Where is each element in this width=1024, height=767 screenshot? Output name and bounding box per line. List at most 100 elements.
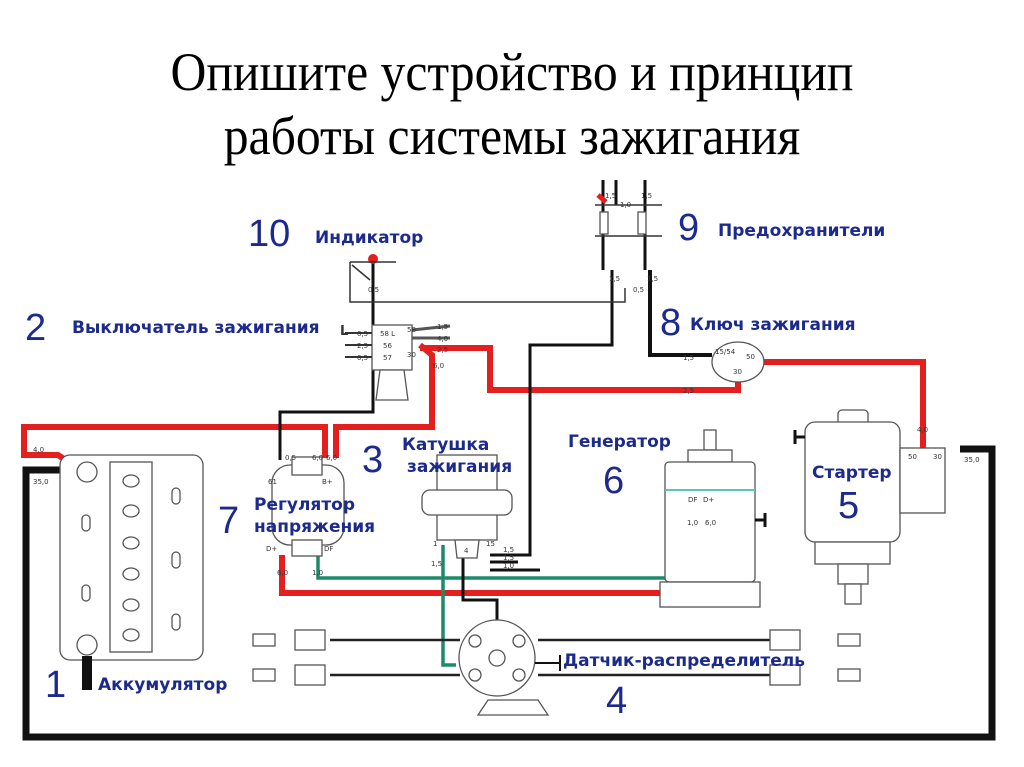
wire-label: 6,0 [326, 454, 337, 462]
label-ignition-switch: Выключатель зажигания [72, 318, 320, 338]
wire-label: 2,5 [683, 387, 694, 395]
generator-pulley [659, 581, 761, 608]
wire-label: 1,5 [437, 323, 448, 331]
wire-label: 1,0 [620, 201, 631, 209]
wire-label: 6,0 [312, 454, 323, 462]
coil-to-distributor-signal-wire [441, 545, 456, 667]
wire-label: 1,5 [431, 560, 442, 568]
starter-solenoid [899, 447, 946, 514]
terminal-label: 1 [433, 540, 437, 548]
label-number-4: 4 [606, 680, 627, 722]
terminal-label: 50 [908, 453, 917, 461]
terminal-label: 30 [733, 368, 742, 376]
wire-label: 0,5 [285, 454, 296, 462]
wire-label: 1,5 [605, 192, 616, 200]
fuse-2 [637, 211, 647, 235]
spark-plug-left-bottom [252, 664, 326, 686]
wire-label: 6,0 [433, 362, 444, 370]
terminal-label: 4 [464, 547, 469, 555]
battery-ground-strap [82, 656, 92, 690]
terminal-label: D+ [703, 496, 714, 504]
terminal-label: 30 [933, 453, 942, 461]
wire-label: 2,5 [357, 342, 368, 350]
label-number-3: 3 [362, 439, 383, 481]
battery[interactable] [59, 454, 204, 690]
terminal-label: 56 [383, 342, 392, 350]
label-coil-line1: Катушка [402, 435, 489, 455]
label-starter: Стартер [812, 463, 892, 483]
wire-gauge-labels: 4,0 35,0 0,5 L 0,5 2,5 0,5 58 L 56 57 58… [33, 192, 980, 577]
label-indicator: Индикатор [315, 228, 423, 248]
wire-label: 1,5 [683, 354, 694, 362]
voltage-regulator[interactable] [271, 456, 345, 557]
battery-cell-strip [109, 461, 153, 653]
terminal-label: 15 [486, 540, 495, 548]
wire-label: 6,0 [277, 569, 288, 577]
wire-label: 0,5 [357, 354, 368, 362]
label-number-5: 5 [838, 485, 859, 527]
wire-label: 1,5 [647, 275, 658, 283]
wire-label: 1,5 [503, 546, 514, 554]
spark-plugs [252, 629, 861, 686]
generator-top-cap [687, 449, 733, 463]
wire-label: 1,0 [687, 519, 698, 527]
wire-label: 0,5 [633, 286, 644, 294]
label-number-1: 1 [45, 664, 66, 706]
switch-knob [375, 369, 409, 401]
spark-plug-right-bottom [769, 664, 861, 686]
ignition-coil[interactable] [421, 454, 513, 559]
coil-bracket [421, 489, 513, 516]
switch-body [371, 324, 413, 371]
fuse-1 [599, 211, 609, 235]
starter-drive-housing [814, 541, 891, 565]
terminal-label: DF [688, 496, 697, 504]
label-coil-line2: зажигания [407, 457, 512, 477]
switch-left-terminals [345, 332, 372, 358]
spark-plug-leads [330, 638, 770, 677]
terminal-label: 61 [268, 478, 277, 486]
terminal-label: 58 L [380, 330, 395, 338]
wire-label: 35,0 [964, 456, 980, 464]
generator[interactable] [659, 429, 767, 608]
battery-negative-terminal[interactable] [76, 634, 98, 656]
label-fuses: Предохранители [718, 221, 885, 241]
wire-label: 4,0 [437, 335, 448, 343]
ignition-key[interactable] [711, 341, 765, 383]
ignition-switch[interactable] [345, 324, 451, 401]
starter[interactable] [793, 409, 946, 605]
label-regulator-line1: Регулятор [254, 495, 355, 515]
distributor-center-terminal [488, 649, 506, 667]
label-distributor: Датчик-распределитель [563, 651, 805, 671]
wire-label: 2,5 [437, 346, 448, 354]
wire-label: 1,5 [503, 554, 514, 562]
wire-label: 4,0 [33, 446, 44, 454]
label-number-8: 8 [660, 302, 681, 344]
starter-pinion [844, 583, 862, 605]
component-labels: 10 Индикатор 9 Предохранители 2 Выключат… [25, 207, 892, 722]
label-battery: Аккумулятор [98, 675, 227, 695]
fuse-to-key-wire [648, 270, 712, 357]
terminal-label: 57 [383, 354, 392, 362]
label-generator: Генератор [568, 432, 671, 452]
regulator-bottom-mount [291, 539, 323, 557]
coil-to-fuse-wire [490, 270, 614, 557]
switch-to-key-wire [420, 345, 741, 393]
wire-label: L [340, 324, 348, 339]
generator-shaft [703, 429, 717, 451]
label-number-9: 9 [678, 207, 699, 249]
terminal-label: 15/54 [715, 348, 736, 356]
title-line-2: работы системы зажигания [223, 106, 801, 166]
label-number-7: 7 [218, 500, 239, 542]
spark-plug-left-top [252, 629, 326, 651]
battery-positive-wire [21, 424, 328, 466]
indicator [350, 254, 396, 281]
label-ignition-key: Ключ зажигания [690, 315, 856, 335]
battery-positive-terminal[interactable] [76, 461, 98, 483]
terminal-label: 50 [746, 353, 755, 361]
wire-label: 0,5 [368, 286, 379, 294]
distributor[interactable] [458, 619, 561, 716]
label-regulator-line2: напряжения [254, 517, 375, 537]
key-body [711, 341, 765, 383]
terminal-label: 58 [407, 326, 416, 334]
